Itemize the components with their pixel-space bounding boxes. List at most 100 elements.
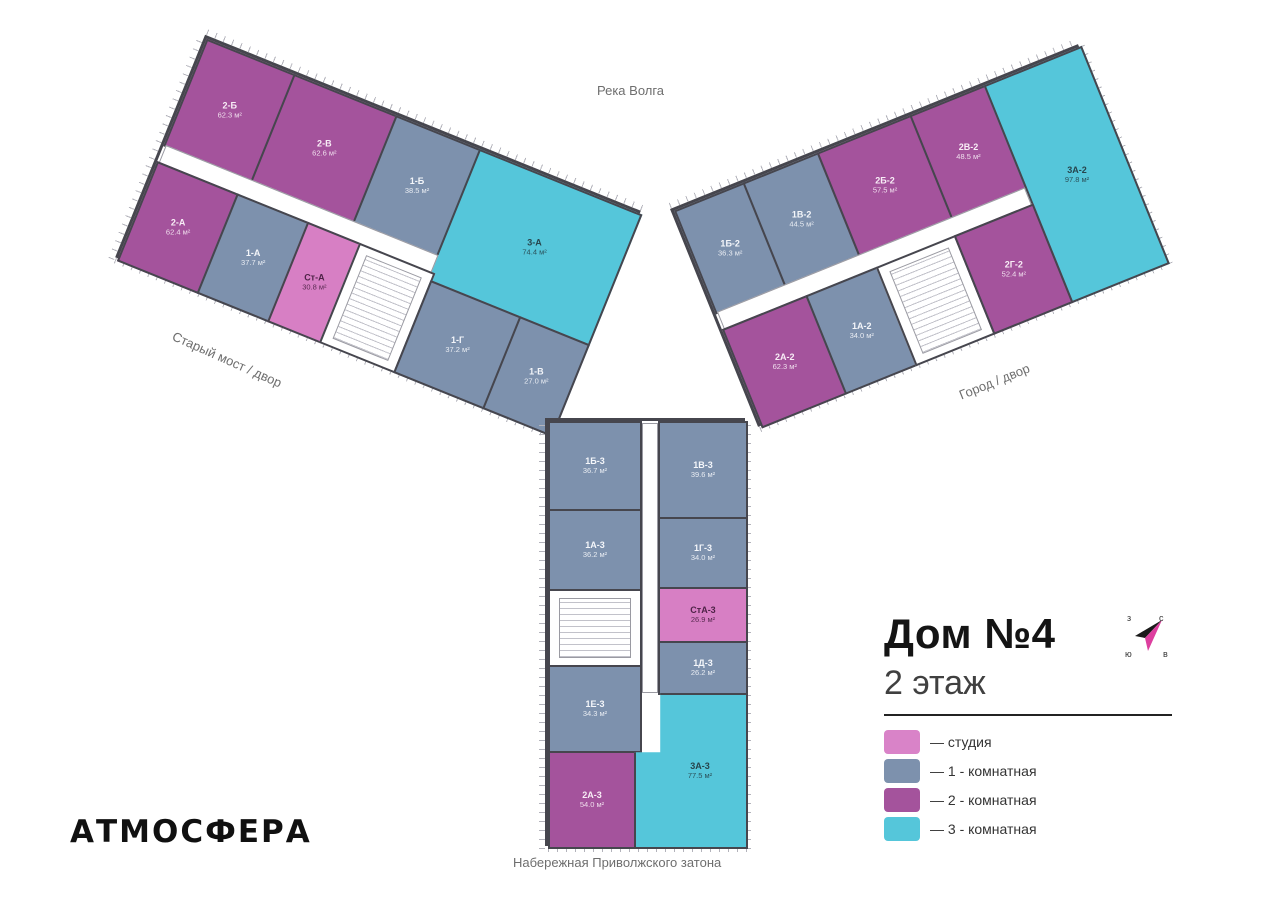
apartment-id: 2Г-2	[1004, 259, 1023, 270]
apartment-id: 1Б-3	[585, 456, 605, 467]
three-room-color-swatch	[884, 817, 920, 841]
window-ticks	[539, 421, 545, 849]
apartment-id: 1-А	[245, 248, 261, 259]
apartment-id: 2-В	[316, 138, 332, 149]
building-wing-b: 1Б-2 36.3 м² 1В-2 44.5 м² 2Б-2 57.5 м² 2…	[668, 38, 1173, 433]
legend-label: — 2 - комнатная	[930, 792, 1037, 808]
apartment-id: 2А-3	[582, 790, 602, 801]
apartment-3a-3[interactable]: 3А-3 77.5 м²	[634, 693, 748, 849]
apartment-area: 36.7 м²	[582, 466, 608, 476]
apartment-area: 34.0 м²	[849, 330, 874, 340]
brand-logo[interactable]: АТМОСФЕРА	[70, 814, 312, 850]
apartment-area: 62.6 м²	[311, 148, 337, 158]
apartment-1d-3[interactable]: 1Д-3 26.2 м²	[658, 641, 748, 695]
apartment-caption: 2-В 62.6 м²	[311, 138, 337, 158]
apartment-caption: Ст-А 30.8 м²	[301, 273, 327, 292]
compass-north: с	[1159, 613, 1164, 623]
legend-item-3room: — 3 - комнатная	[884, 817, 1037, 841]
compass-east: в	[1163, 649, 1168, 659]
apartment-area: 34.3 м²	[582, 709, 608, 719]
apartment-1e-3[interactable]: 1Е-3 34.3 м²	[548, 665, 642, 753]
apartment-area: 39.6 м²	[690, 470, 716, 480]
legend-label: — студия	[930, 734, 992, 750]
house-title: Дом №4	[884, 610, 1056, 657]
apartment-id: 2Б-2	[875, 176, 895, 187]
apartment-area: 74.4 м²	[522, 247, 547, 257]
compass-south: ю	[1125, 649, 1132, 659]
apartment-area: 37.7 м²	[240, 258, 266, 268]
apartment-area: 44.5 м²	[789, 219, 814, 229]
apartment-area: 37.2 м²	[445, 345, 470, 355]
apartment-id: 1А-2	[851, 320, 872, 331]
apartment-area: 36.3 м²	[717, 248, 743, 258]
apartment-id: 1Г-3	[693, 543, 713, 554]
apartment-id: 2-Б	[222, 100, 237, 111]
apartment-area: 62.3 м²	[772, 361, 797, 371]
apartment-1v-3[interactable]: 1В-3 39.6 м²	[658, 421, 748, 519]
apartment-id: 1В-2	[791, 209, 812, 220]
apartment-id: 1-Б	[409, 176, 425, 187]
apartment-1a-3[interactable]: 1А-3 36.2 м²	[548, 509, 642, 591]
apartment-area: 57.5 м²	[872, 186, 898, 196]
apartment-caption: 2А-3 54.0 м²	[580, 791, 604, 809]
apartment-caption: 1А-2 34.0 м²	[849, 320, 874, 340]
apartment-id: 1-В	[528, 366, 544, 377]
apartment-caption: 1Д-3 26.2 м²	[691, 659, 715, 677]
corridor	[642, 423, 658, 693]
apartment-area: 48.5 м²	[956, 152, 981, 162]
apartment-sta-3[interactable]: СтА-3 26.9 м²	[658, 587, 748, 643]
apartment-area: 77.5 м²	[687, 771, 713, 781]
stairs-icon	[559, 598, 631, 658]
apartment-caption: 1В-2 44.5 м²	[789, 209, 814, 229]
apartment-2a-3[interactable]: 2А-3 54.0 м²	[548, 751, 636, 849]
apartment-area: 27.0 м²	[523, 376, 549, 386]
apartment-caption: 1-А 37.7 м²	[240, 248, 266, 268]
apartment-caption: СтА-3 26.9 м²	[690, 606, 715, 624]
apartment-1g-3[interactable]: 1Г-3 34.0 м²	[658, 517, 748, 589]
apartment-caption: 1-Г 37.2 м²	[445, 335, 470, 355]
legend-item-1room: — 1 - комнатная	[884, 759, 1037, 783]
apartment-area: 38.5 м²	[404, 186, 429, 196]
apartment-id: 1Е-3	[585, 699, 605, 710]
apartment-area: 97.8 м²	[1064, 174, 1089, 184]
window-ticks	[548, 846, 748, 852]
apartment-area: 34.0 м²	[690, 553, 716, 563]
label-old-bridge: Старый мост / двор	[170, 328, 285, 391]
apartment-caption: 2А-2 62.3 м²	[772, 351, 797, 371]
legend-item-studio: — студия	[884, 730, 1037, 754]
building-wing-c: 1Б-3 36.7 м² 1В-3 39.6 м² 1А-3 36.2 м² 1…	[539, 418, 751, 852]
apartment-area: 54.0 м²	[579, 800, 605, 810]
compass-west: з	[1127, 613, 1131, 623]
apartment-area: 26.2 м²	[690, 668, 716, 678]
stairwell	[548, 589, 642, 667]
apartment-id: 1В-3	[693, 460, 713, 471]
apartment-caption: 1Г-3 34.0 м²	[691, 544, 715, 562]
apartment-area: 62.3 м²	[217, 110, 242, 120]
apartment-area: 36.2 м²	[582, 550, 608, 560]
label-embankment: Набережная Приволжского затона	[513, 855, 722, 870]
legend-item-2room: — 2 - комнатная	[884, 788, 1037, 812]
building-wing-a: 2-Б 62.3 м² 2-В 62.6 м² 1-Б 38.5 м² 3-А …	[108, 29, 645, 440]
apartment-id: 1А-3	[585, 540, 605, 551]
apartment-id: 1Д-3	[693, 658, 713, 669]
legend: — студия — 1 - комнатная — 2 - комнатная…	[884, 730, 1037, 841]
apartment-id: 2А-2	[774, 351, 795, 362]
apartment-1b-3[interactable]: 1Б-3 36.7 м²	[548, 421, 642, 511]
apartment-area: 30.8 м²	[301, 282, 327, 292]
apartment-caption: 1-В 27.0 м²	[523, 366, 549, 386]
apartment-caption: 2В-2 48.5 м²	[956, 142, 981, 162]
one-room-color-swatch	[884, 759, 920, 783]
apartment-id: 1-Г	[450, 335, 464, 346]
apartment-caption: 1Б-3 36.7 м²	[583, 457, 607, 475]
apartment-caption: 3-А 74.4 м²	[522, 238, 547, 257]
apartment-caption: 1-Б 38.5 м²	[404, 176, 429, 196]
apartment-id: 1Б-2	[720, 238, 740, 249]
apartment-caption: 2-А 62.4 м²	[166, 218, 190, 237]
apartment-caption: 2-Б 62.3 м²	[217, 100, 242, 120]
apartment-caption: 1В-3 39.6 м²	[691, 461, 715, 479]
apartment-caption: 1Б-2 36.3 м²	[717, 238, 743, 258]
apartment-area: 52.4 м²	[1001, 269, 1026, 279]
legend-label: — 3 - комнатная	[930, 821, 1037, 837]
apartment-caption: 1А-3 36.2 м²	[583, 541, 607, 559]
apartment-caption: 2Б-2 57.5 м²	[872, 176, 898, 196]
